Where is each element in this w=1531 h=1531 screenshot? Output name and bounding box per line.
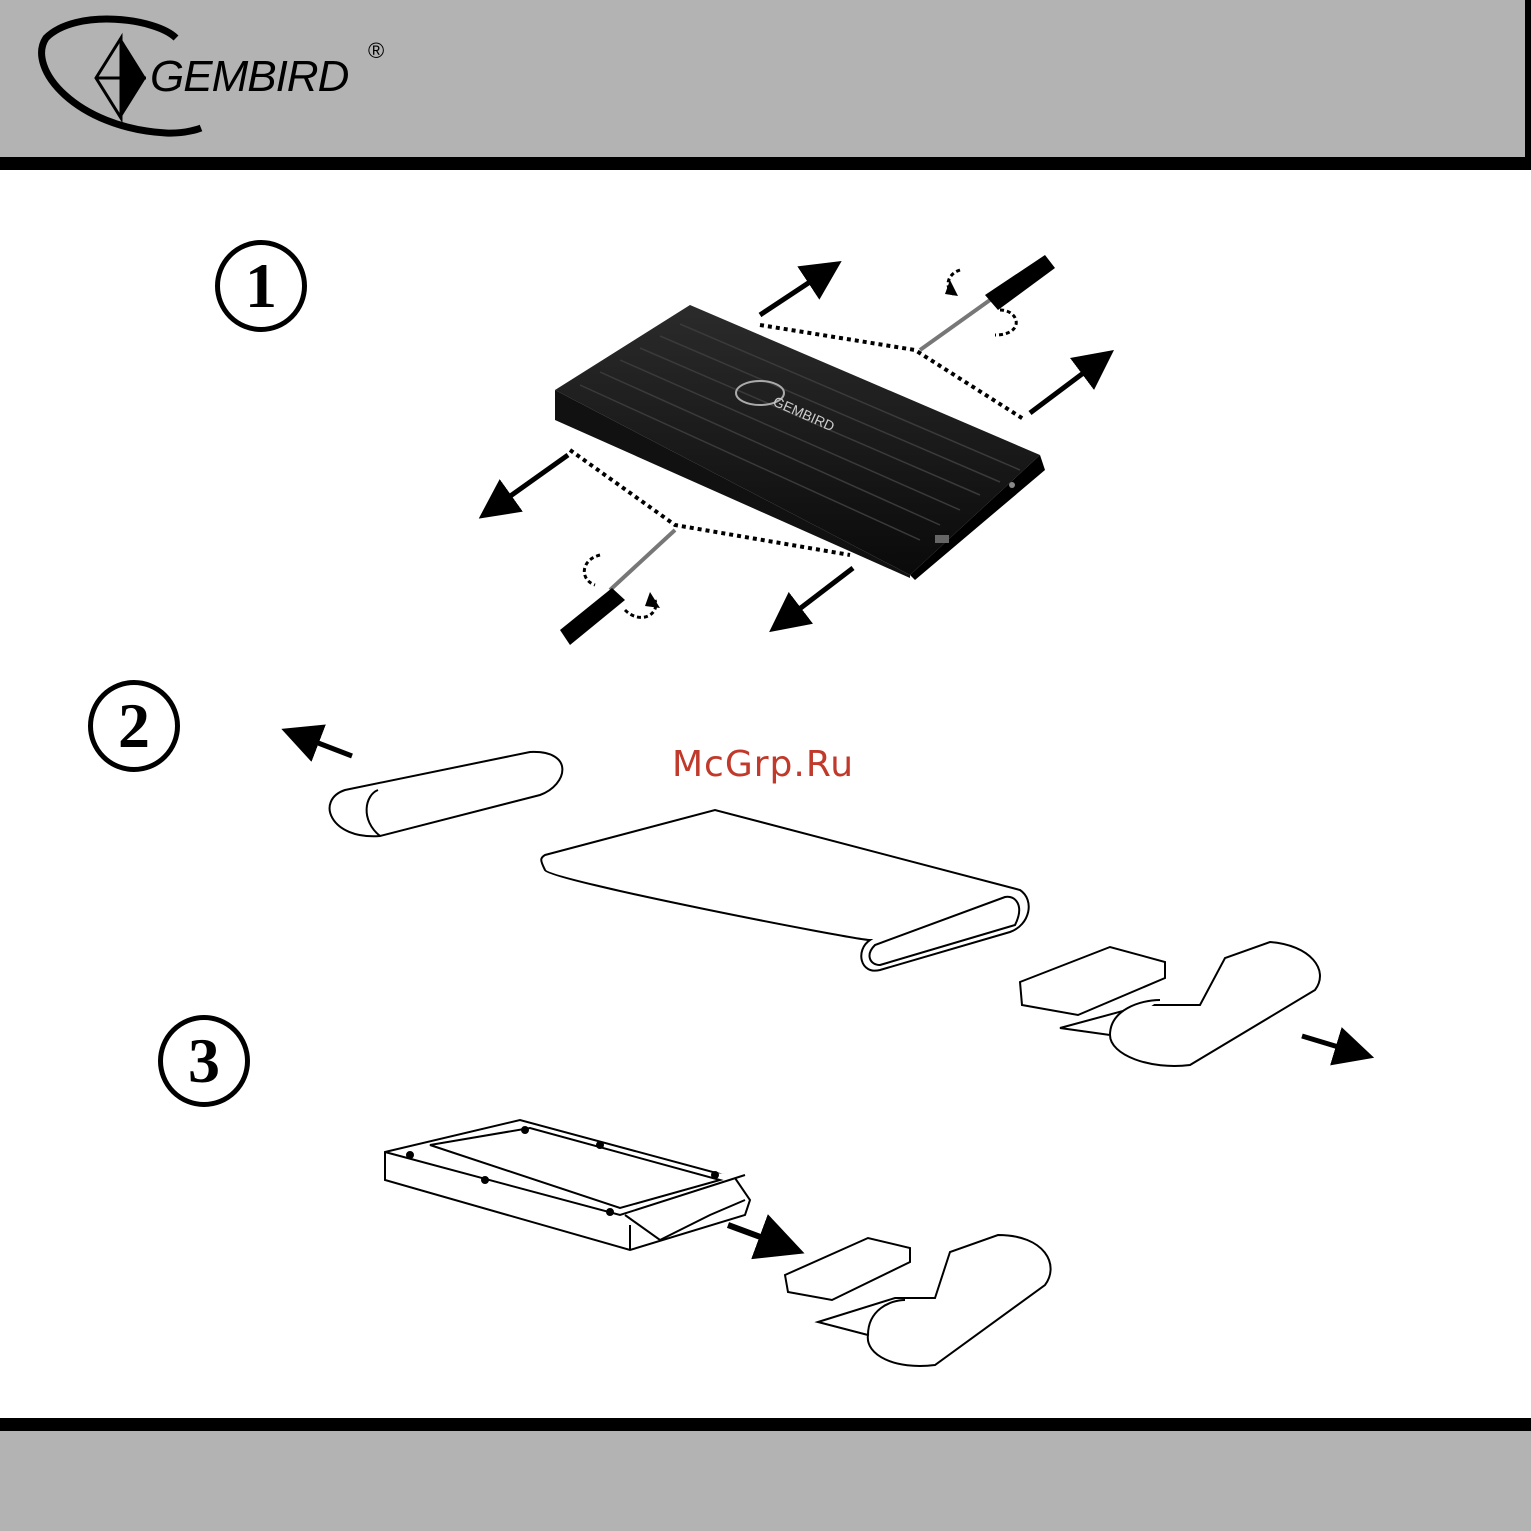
- hard-drive: [385, 1120, 750, 1250]
- enclosure-closed: GEMBIRD: [555, 305, 1045, 580]
- footer-rule: [0, 1418, 1531, 1431]
- end-cap-connector: [785, 1235, 1051, 1366]
- end-cap-left: [330, 752, 563, 836]
- footer-band: [0, 1418, 1531, 1531]
- enclosure-shell: [541, 810, 1028, 971]
- screwdriver-bottom-icon: [560, 530, 675, 645]
- screwdriver-top-icon: [920, 255, 1055, 350]
- end-cap-right: [1020, 942, 1320, 1066]
- watermark: McGrp.Ru: [672, 744, 854, 785]
